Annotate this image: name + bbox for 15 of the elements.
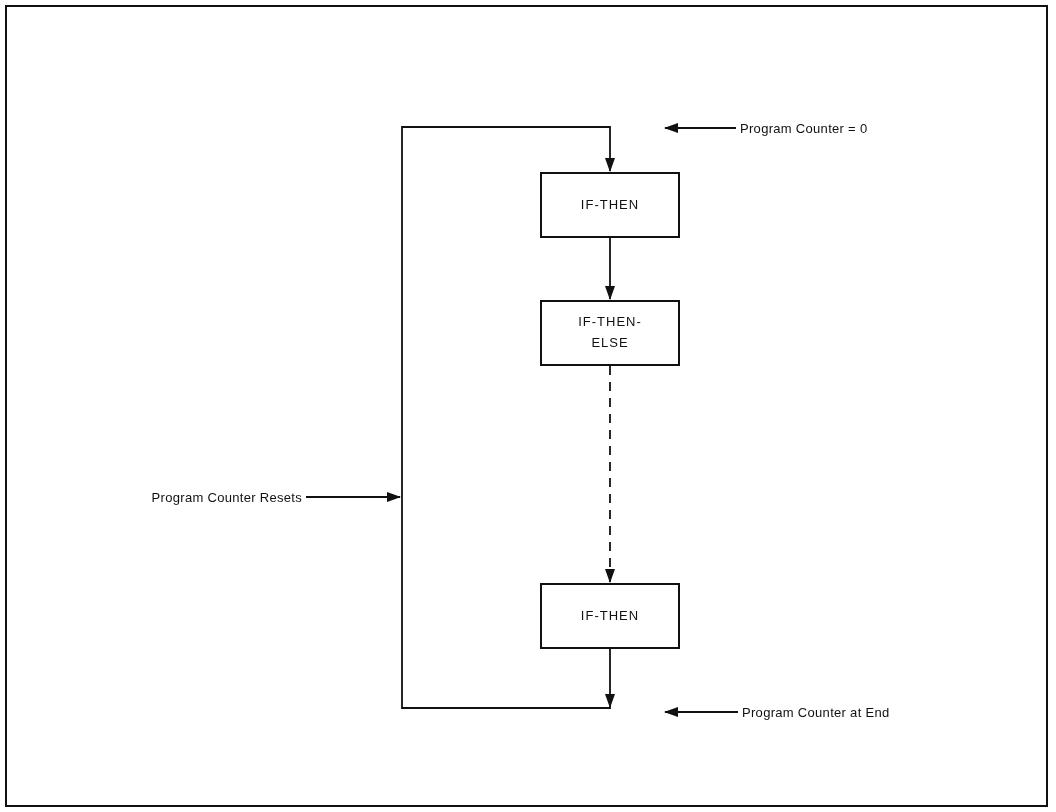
leader-arrow <box>664 707 739 717</box>
box-label: IF-THEN- ELSE <box>577 313 643 352</box>
leader-arrow <box>664 123 737 133</box>
box-label: IF-THEN <box>579 606 641 625</box>
arrow <box>605 237 615 300</box>
arrow <box>605 365 615 583</box>
leader-arrow <box>305 492 401 502</box>
note-label: Program Counter at End <box>742 704 890 720</box>
process-box <box>540 583 680 649</box>
box-label: IF-THEN <box>579 195 641 214</box>
note-label: Program Counter = 0 <box>740 120 868 136</box>
arrow <box>401 126 615 709</box>
process-box <box>540 300 680 366</box>
process-box <box>540 172 680 238</box>
note-label: Program Counter Resets <box>151 489 302 505</box>
